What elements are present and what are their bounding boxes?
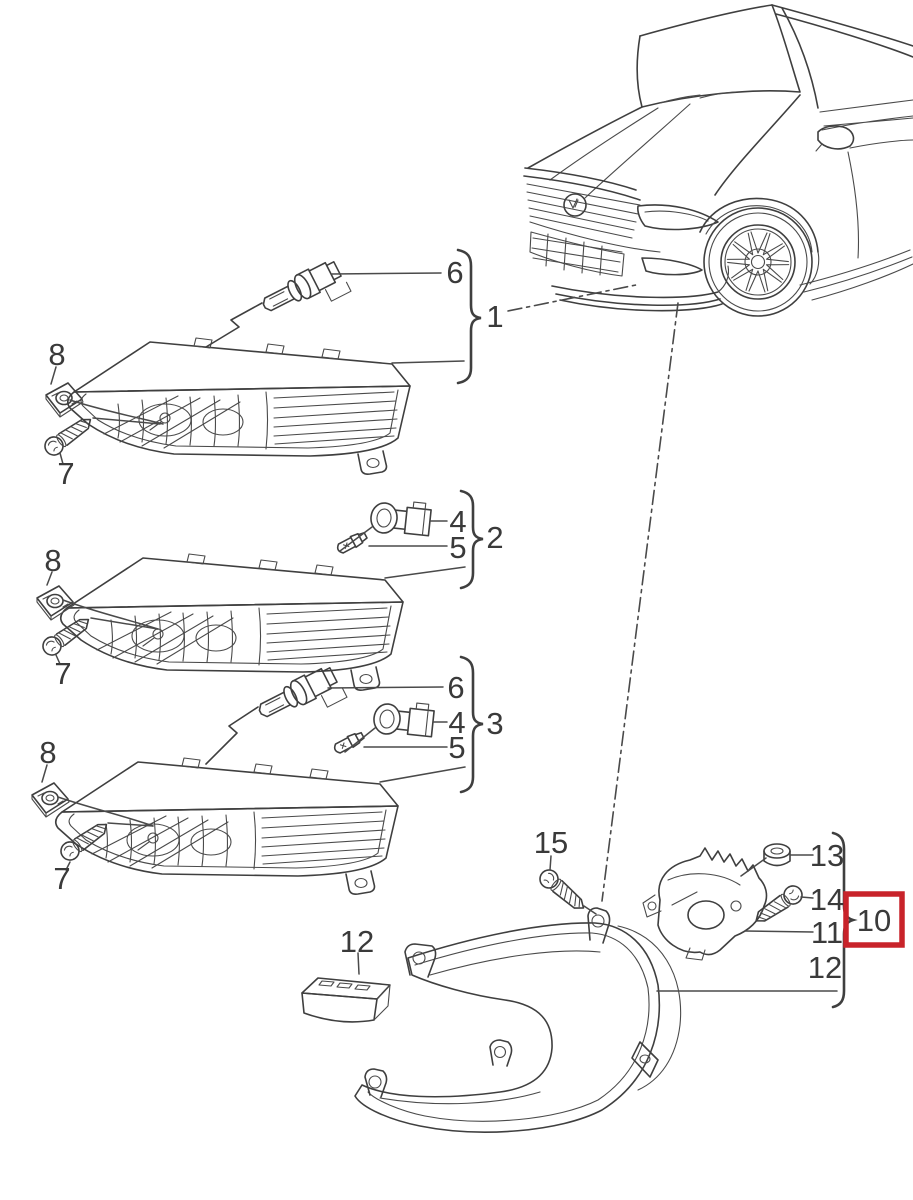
screw-7 bbox=[56, 816, 113, 865]
callout-bulb-asm3: 6 bbox=[447, 670, 464, 705]
callout-screw-14: 14 bbox=[810, 882, 844, 917]
highlight-box bbox=[843, 891, 905, 948]
callout-actuator-11: 11 bbox=[811, 915, 843, 950]
bulb-6 bbox=[253, 661, 348, 737]
car-illustration bbox=[523, 4, 913, 317]
cap-nut-13 bbox=[763, 843, 791, 867]
brace-group-1 bbox=[456, 248, 482, 385]
callout-nut-asm3: 8 bbox=[39, 735, 56, 770]
cover-12 bbox=[301, 977, 391, 1023]
car-fog-light bbox=[641, 257, 703, 276]
screw-7 bbox=[38, 611, 95, 660]
callout-bulb-asm1: 6 bbox=[446, 255, 463, 290]
screw-15 bbox=[535, 865, 591, 916]
callout-nut-asm1: 8 bbox=[48, 337, 65, 372]
locator-line-group10 bbox=[601, 302, 679, 902]
fog-lamp-assembly-3 bbox=[31, 661, 466, 895]
screw-14 bbox=[750, 881, 807, 929]
fog-lamp-assembly-2 bbox=[36, 496, 466, 691]
front-wheel bbox=[699, 197, 819, 317]
bulb-holder-4 bbox=[371, 697, 436, 740]
callout-holder-asm3: 4 bbox=[448, 705, 465, 740]
brace-group-3 bbox=[459, 655, 484, 794]
callout-cap-nut-13: 13 bbox=[810, 838, 844, 873]
callout-nut-asm2: 8 bbox=[44, 543, 61, 578]
brace-group-10 bbox=[831, 831, 858, 1009]
callout-bulb-small-asm3: 5 bbox=[448, 730, 465, 765]
drl-lamp-assembly bbox=[301, 843, 838, 1133]
drl-lamp-12 bbox=[354, 922, 661, 1133]
callout-group-3: 3 bbox=[486, 706, 503, 741]
callout-screw-15: 15 bbox=[534, 825, 568, 860]
callout-screw-asm3: 7 bbox=[53, 861, 70, 896]
callout-group-2: 2 bbox=[486, 520, 503, 555]
callout-holder-asm2: 4 bbox=[449, 504, 466, 539]
screw-7 bbox=[40, 411, 97, 460]
locator-line-group1 bbox=[507, 284, 637, 312]
bulb-5 bbox=[331, 729, 367, 757]
bumper-intake bbox=[529, 231, 625, 277]
callout-screw-asm2: 7 bbox=[54, 656, 71, 691]
callout-group-1: 1 bbox=[486, 299, 503, 334]
callout-screw-asm1: 7 bbox=[57, 456, 74, 491]
clip-nut-8 bbox=[36, 585, 75, 621]
side-mirror bbox=[817, 125, 855, 150]
callout-bulb-small-asm2: 5 bbox=[449, 530, 466, 565]
fog-lamp-assembly-1 bbox=[40, 255, 465, 475]
headlight bbox=[637, 204, 719, 231]
bulb-6 bbox=[257, 255, 352, 331]
vw-badge bbox=[563, 193, 587, 217]
bulb-holder-4 bbox=[368, 496, 433, 539]
actuator-11 bbox=[642, 847, 768, 961]
brace-group-2 bbox=[459, 489, 484, 590]
clip-nut-8 bbox=[45, 382, 84, 418]
grille bbox=[526, 183, 641, 239]
callout-cover-12: 12 bbox=[340, 924, 374, 959]
callout-group-10: 10 bbox=[857, 903, 891, 938]
callout-lamp-12: 12 bbox=[808, 950, 842, 985]
